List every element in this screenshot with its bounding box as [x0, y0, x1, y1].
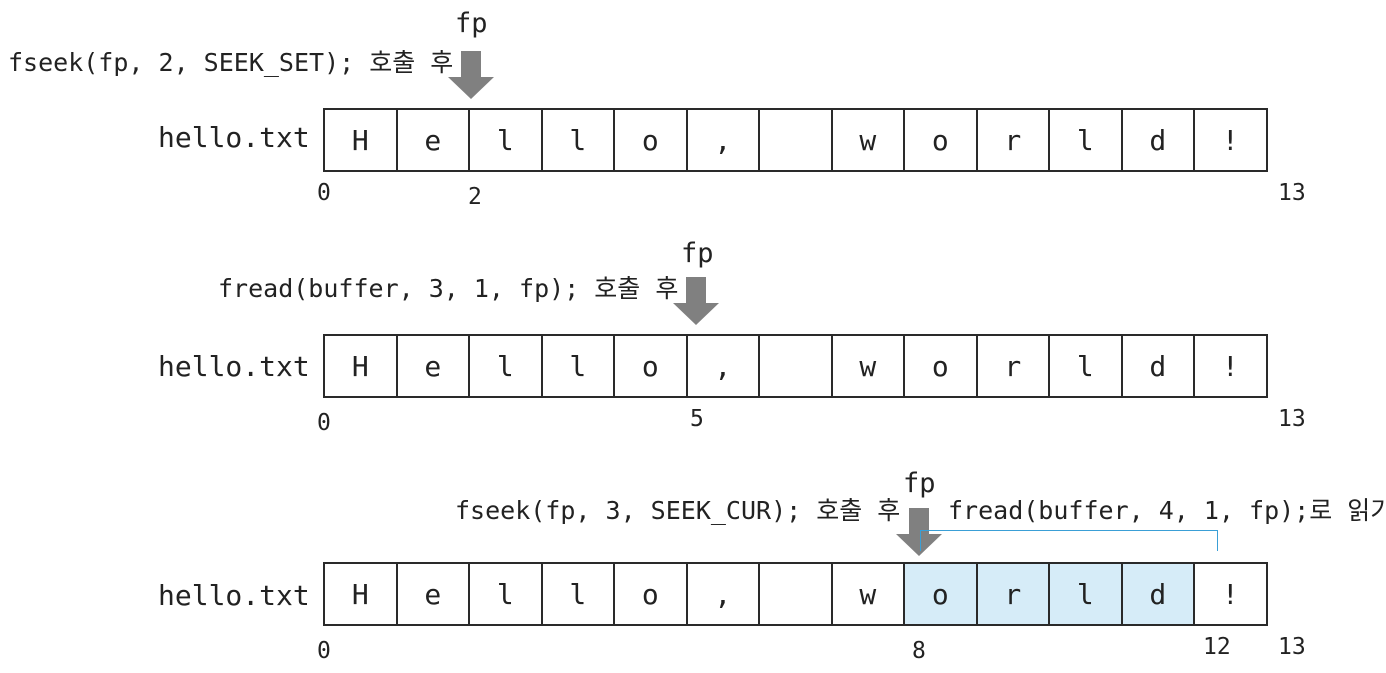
index-end: 13 [1278, 634, 1306, 660]
byte-cell: ! [1193, 562, 1268, 626]
file-label: hello.txt [158, 350, 310, 383]
index-end: 13 [1278, 406, 1306, 432]
byte-cell: H [323, 334, 398, 398]
file-label: hello.txt [158, 579, 310, 612]
fp-label: fp [681, 238, 714, 269]
index-start: 0 [317, 410, 331, 436]
byte-cell: o [903, 108, 978, 172]
byte-cell: o [903, 562, 978, 626]
byte-cell: l [468, 334, 543, 398]
call-label: fseek(fp, 2, SEEK_SET); 호출 후 [8, 48, 454, 77]
byte-cell: l [540, 108, 615, 172]
byte-cell: r [975, 562, 1050, 626]
byte-cell: l [540, 334, 615, 398]
byte-cell: d [1120, 108, 1195, 172]
byte-cell: e [395, 108, 470, 172]
byte-cell [758, 562, 833, 626]
index-read-end: 12 [1203, 634, 1231, 660]
byte-cell: l [1048, 334, 1123, 398]
byte-cell: , [685, 562, 760, 626]
fp-arrow-icon [673, 277, 719, 325]
byte-cell: e [395, 562, 470, 626]
byte-cell: r [975, 108, 1050, 172]
index-start: 0 [317, 638, 331, 664]
call-label: fseek(fp, 3, SEEK_CUR); 호출 후 [455, 496, 901, 525]
byte-cell: w [830, 562, 905, 626]
byte-cell: l [468, 108, 543, 172]
byte-cell: e [395, 334, 470, 398]
byte-cell: H [323, 562, 398, 626]
byte-cell: o [613, 562, 688, 626]
fp-arrow-icon [448, 51, 494, 99]
byte-cell: r [975, 334, 1050, 398]
fp-arrow-icon [896, 508, 942, 556]
byte-cell [758, 334, 833, 398]
byte-cell: d [1120, 562, 1195, 626]
byte-cell: o [613, 334, 688, 398]
call-label: fread(buffer, 3, 1, fp); 호출 후 [218, 274, 679, 303]
read-range-bracket [920, 530, 1218, 551]
index-end: 13 [1278, 180, 1306, 206]
byte-cell: , [685, 334, 760, 398]
byte-cell: o [903, 334, 978, 398]
index-fp: 2 [468, 184, 482, 210]
byte-cell: l [1048, 108, 1123, 172]
byte-cell: , [685, 108, 760, 172]
read-note: fread(buffer, 4, 1, fp);로 읽기 [948, 496, 1386, 525]
file-label: hello.txt [158, 121, 310, 154]
byte-cell: ! [1193, 334, 1268, 398]
byte-cell: o [613, 108, 688, 172]
byte-cell: ! [1193, 108, 1268, 172]
byte-cell: l [540, 562, 615, 626]
byte-cell: H [323, 108, 398, 172]
byte-cell: w [830, 334, 905, 398]
index-fp: 5 [690, 406, 704, 432]
byte-cell: w [830, 108, 905, 172]
byte-cell: l [1048, 562, 1123, 626]
fp-label: fp [455, 8, 488, 39]
fp-label: fp [903, 468, 936, 499]
index-fp: 8 [912, 638, 926, 664]
index-start: 0 [317, 180, 331, 206]
byte-cell: l [468, 562, 543, 626]
byte-cell [758, 108, 833, 172]
byte-cell: d [1120, 334, 1195, 398]
